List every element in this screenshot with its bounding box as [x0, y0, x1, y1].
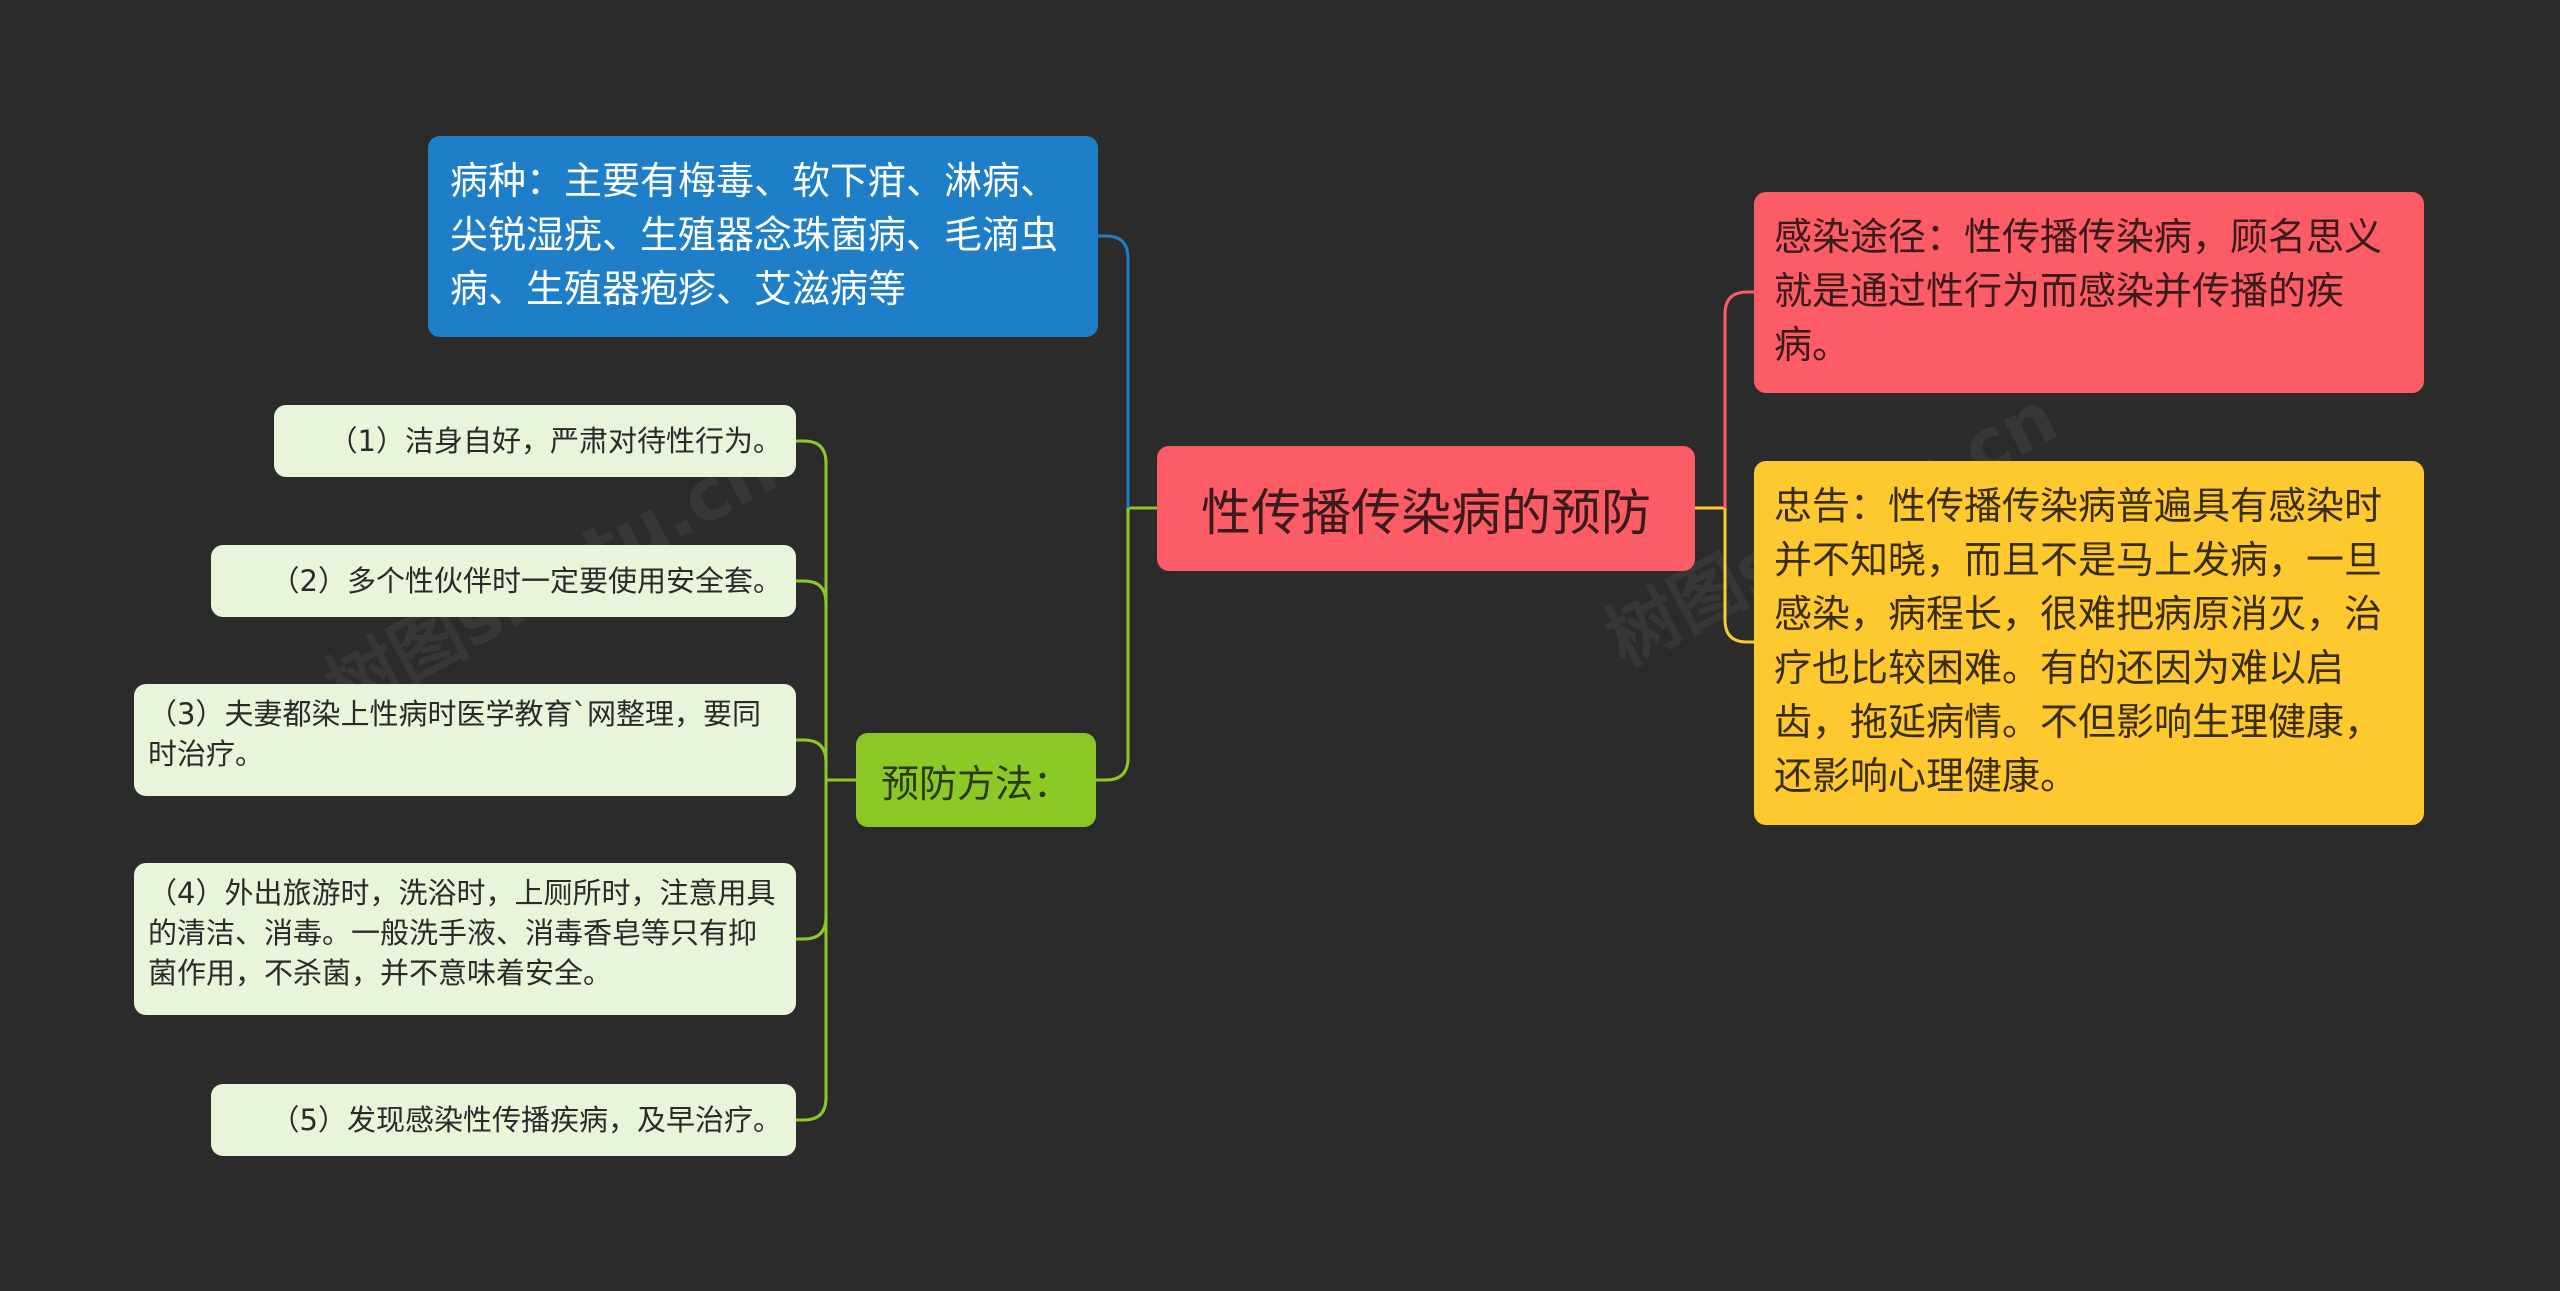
prevention-item-4-text: （4）外出旅游时，洗浴时，上厕所时，注意用具的清洁、消毒。一般洗手液、消毒香皂等…	[148, 876, 776, 990]
infection-route-node[interactable]: 感染途径：性传播传染病，顾名思义就是通过性行为而感染并传播的疾病。	[1754, 192, 2424, 393]
prevention-item-3[interactable]: （3）夫妻都染上性病时医学教育`网整理，要同时治疗。	[134, 684, 796, 796]
connector-leaf1	[796, 439, 828, 780]
advice-node[interactable]: 忠告：性传播传染病普遍具有感染时并不知晓，而且不是马上发病，一旦感染，病程长，很…	[1754, 461, 2424, 825]
connector-green	[1096, 508, 1130, 782]
central-topic[interactable]: 性传播传染病的预防	[1157, 446, 1695, 571]
connector-leaf5	[796, 780, 828, 1122]
central-topic-label: 性传播传染病的预防	[1201, 483, 1651, 542]
connector-yellow	[1723, 508, 1754, 644]
prevention-item-5[interactable]: （5）发现感染性传播疾病，及早治疗。	[211, 1084, 796, 1156]
prevention-item-1[interactable]: （1）洁身自好，严肃对待性行为。	[274, 405, 796, 477]
prevention-methods-node[interactable]: 预防方法：	[856, 733, 1096, 827]
prevention-item-1-text: （1）洁身自好，严肃对待性行为。	[328, 424, 782, 458]
connector-leaf4	[796, 780, 828, 941]
disease-types-node[interactable]: 病种：主要有梅毒、软下疳、淋病、尖锐湿疣、生殖器念珠菌病、毛滴虫病、生殖器疱疹、…	[428, 136, 1098, 337]
prevention-item-3-text: （3）夫妻都染上性病时医学教育`网整理，要同时治疗。	[148, 697, 761, 771]
connector-blue	[1098, 234, 1130, 508]
connector-red	[1723, 290, 1754, 508]
infection-route-text: 感染途径：性传播传染病，顾名思义就是通过性行为而感染并传播的疾病。	[1774, 215, 2383, 367]
prevention-item-2[interactable]: （2）多个性伙伴时一定要使用安全套。	[211, 545, 796, 617]
prevention-methods-label: 预防方法：	[880, 761, 1071, 806]
advice-text: 忠告：性传播传染病普遍具有感染时并不知晓，而且不是马上发病，一旦感染，病程长，很…	[1774, 484, 2383, 798]
prevention-item-5-text: （5）发现感染性传播疾病，及早治疗。	[270, 1103, 782, 1137]
prevention-item-2-text: （2）多个性伙伴时一定要使用安全套。	[270, 564, 782, 598]
connector-leaf2	[796, 579, 828, 780]
disease-types-text: 病种：主要有梅毒、软下疳、淋病、尖锐湿疣、生殖器念珠菌病、毛滴虫病、生殖器疱疹、…	[450, 159, 1059, 311]
prevention-item-4[interactable]: （4）外出旅游时，洗浴时，上厕所时，注意用具的清洁、消毒。一般洗手液、消毒香皂等…	[134, 863, 796, 1015]
connector-leaf3	[796, 738, 828, 780]
